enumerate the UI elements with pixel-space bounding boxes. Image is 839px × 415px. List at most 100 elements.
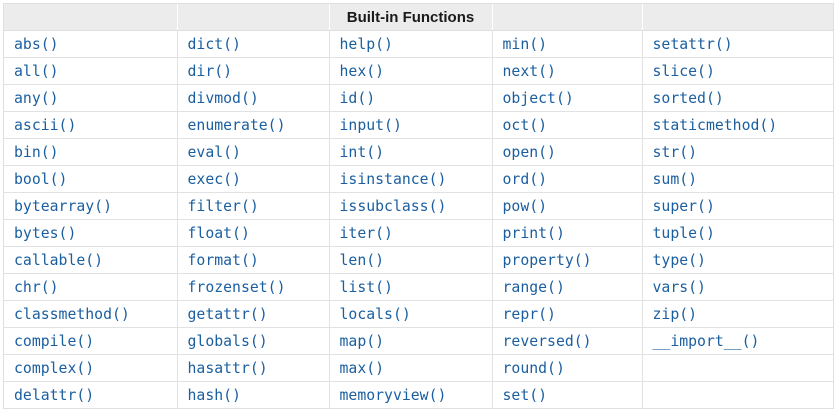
function-link[interactable]: bin() — [14, 143, 59, 161]
function-link[interactable]: memoryview() — [339, 386, 447, 404]
function-cell: issubclass() — [328, 192, 493, 220]
function-cell: property() — [491, 246, 643, 274]
function-link[interactable]: bytearray() — [14, 197, 112, 215]
function-link[interactable]: float() — [187, 224, 250, 242]
function-link[interactable]: help() — [339, 35, 393, 53]
table-row: bool() exec() isinstance() ord() sum() — [4, 165, 833, 193]
function-link[interactable]: open() — [502, 143, 556, 161]
function-cell: bool() — [4, 165, 178, 193]
function-link[interactable]: reversed() — [502, 332, 592, 350]
function-cell: input() — [328, 111, 493, 139]
function-link[interactable]: max() — [339, 359, 385, 377]
function-cell: frozenset() — [176, 273, 330, 301]
function-link[interactable]: bytes() — [14, 224, 77, 242]
function-link[interactable]: setattr() — [652, 35, 733, 53]
builtin-functions-table: Built-in Functions abs() dict() help() min(… — [4, 4, 833, 408]
function-link[interactable]: range() — [502, 278, 565, 296]
function-cell: all() — [4, 57, 178, 85]
function-link[interactable]: next() — [502, 62, 556, 80]
function-cell: next() — [491, 57, 643, 85]
function-link[interactable]: globals() — [187, 332, 268, 350]
empty-cell — [641, 381, 833, 408]
function-cell: repr() — [491, 300, 643, 328]
function-link[interactable]: exec() — [187, 170, 241, 188]
function-link[interactable]: any() — [14, 89, 59, 107]
table-row: bytearray() filter() issubclass() pow() supe… — [4, 192, 833, 220]
function-link[interactable]: round() — [502, 359, 565, 377]
function-cell: super() — [641, 192, 833, 220]
function-cell: ascii() — [4, 111, 178, 139]
function-cell: hex() — [328, 57, 493, 85]
function-link[interactable]: format() — [187, 251, 259, 269]
function-link[interactable]: chr() — [14, 278, 59, 296]
function-cell: iter() — [328, 219, 493, 247]
function-link[interactable]: classmethod() — [14, 305, 130, 323]
function-link[interactable]: delattr() — [14, 386, 95, 404]
function-cell: min() — [491, 30, 643, 58]
function-cell: exec() — [176, 165, 330, 193]
function-link[interactable]: eval() — [187, 143, 241, 161]
function-link[interactable]: iter() — [339, 224, 393, 242]
function-link[interactable]: getattr() — [187, 305, 268, 323]
function-link[interactable]: oct() — [502, 116, 548, 134]
function-link[interactable]: set() — [502, 386, 548, 404]
function-link[interactable]: print() — [502, 224, 565, 242]
function-link[interactable]: hash() — [187, 386, 241, 404]
function-cell: enumerate() — [176, 111, 330, 139]
function-link[interactable]: tuple() — [652, 224, 715, 242]
table-row: all() dir() hex() next() slice() — [4, 57, 833, 85]
function-link[interactable]: repr() — [502, 305, 556, 323]
function-link[interactable]: issubclass() — [339, 197, 447, 215]
function-link[interactable]: all() — [14, 62, 59, 80]
function-link[interactable]: property() — [502, 251, 592, 269]
function-cell: print() — [491, 219, 643, 247]
function-link[interactable]: zip() — [652, 305, 698, 323]
table-row: callable() format() len() property() type() — [4, 246, 833, 274]
function-link[interactable]: ord() — [502, 170, 548, 188]
function-link[interactable]: bool() — [14, 170, 68, 188]
function-link[interactable]: filter() — [187, 197, 259, 215]
function-cell: eval() — [176, 138, 330, 166]
function-link[interactable]: len() — [339, 251, 385, 269]
function-link[interactable]: int() — [339, 143, 385, 161]
function-link[interactable]: compile() — [14, 332, 95, 350]
function-link[interactable]: pow() — [502, 197, 548, 215]
function-link[interactable]: frozenset() — [187, 278, 286, 296]
function-cell: getattr() — [176, 300, 330, 328]
function-link[interactable]: id() — [339, 89, 376, 107]
function-link[interactable]: str() — [652, 143, 698, 161]
function-link[interactable]: slice() — [652, 62, 715, 80]
function-link[interactable]: list() — [339, 278, 393, 296]
function-link[interactable]: isinstance() — [339, 170, 447, 188]
function-cell: open() — [491, 138, 643, 166]
function-link[interactable]: type() — [652, 251, 706, 269]
function-link[interactable]: dir() — [187, 62, 233, 80]
function-link[interactable]: enumerate() — [187, 116, 286, 134]
function-link[interactable]: abs() — [14, 35, 59, 53]
function-link[interactable]: __import__() — [652, 332, 760, 350]
function-link[interactable]: input() — [339, 116, 402, 134]
function-link[interactable]: hasattr() — [187, 359, 268, 377]
function-link[interactable]: hex() — [339, 62, 385, 80]
header-cell-empty — [4, 4, 178, 31]
function-link[interactable]: super() — [652, 197, 715, 215]
function-link[interactable]: object() — [502, 89, 574, 107]
function-link[interactable]: ascii() — [14, 116, 77, 134]
function-link[interactable]: callable() — [14, 251, 104, 269]
table-row: bytes() float() iter() print() tuple() — [4, 219, 833, 247]
function-link[interactable]: vars() — [652, 278, 706, 296]
function-link[interactable]: complex() — [14, 359, 95, 377]
function-link[interactable]: dict() — [187, 35, 241, 53]
function-cell: reversed() — [491, 327, 643, 355]
function-link[interactable]: locals() — [339, 305, 411, 323]
function-cell: dict() — [176, 30, 330, 58]
table-row: classmethod() getattr() locals() repr() zip(… — [4, 300, 833, 328]
function-link[interactable]: min() — [502, 35, 548, 53]
function-link[interactable]: divmod() — [187, 89, 259, 107]
function-link[interactable]: staticmethod() — [652, 116, 778, 134]
table-header: Built-in Functions — [4, 4, 833, 31]
function-link[interactable]: sorted() — [652, 89, 724, 107]
table-row: complex() hasattr() max() round() — [4, 354, 833, 382]
function-link[interactable]: map() — [339, 332, 385, 350]
function-link[interactable]: sum() — [652, 170, 698, 188]
